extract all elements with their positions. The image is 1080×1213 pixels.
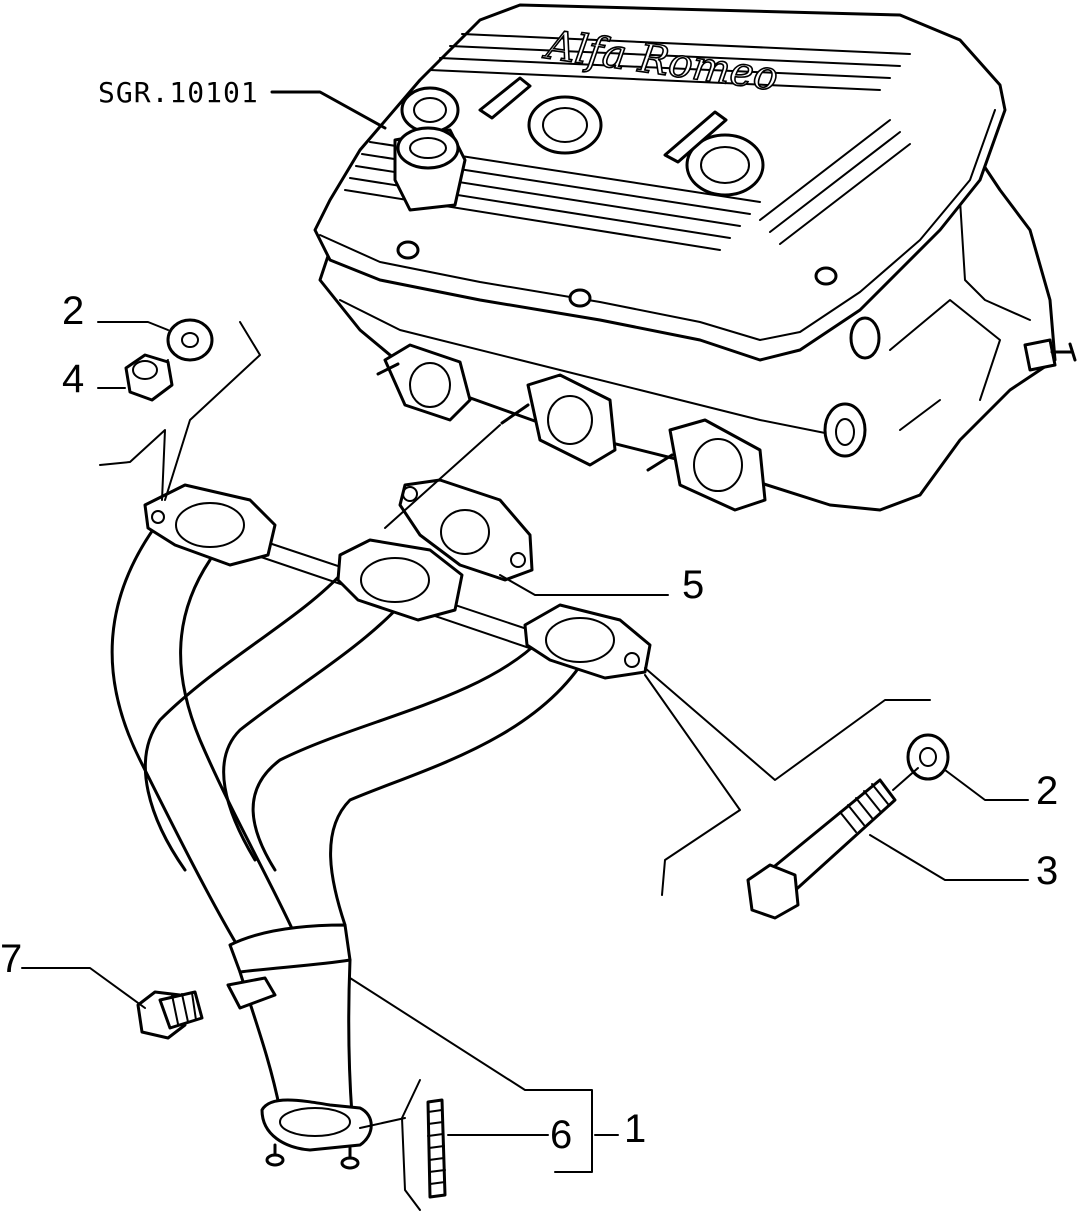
callout-6: 6 xyxy=(550,1113,572,1157)
guide-line-b xyxy=(99,429,166,501)
callout-7: 7 xyxy=(0,937,22,981)
reference-code: SGR.10101 xyxy=(98,76,259,109)
callout-5: 5 xyxy=(682,563,704,607)
guide-line-a xyxy=(164,321,261,501)
callout-3: 3 xyxy=(1036,849,1058,893)
stud xyxy=(401,1079,447,1211)
head-exhaust-ports xyxy=(376,343,767,512)
callout-2-right: 2 xyxy=(1036,769,1058,813)
guide-line-c xyxy=(644,667,931,781)
valve-cover: Alfa Romeo xyxy=(313,3,1007,362)
callout-1: 1 xyxy=(624,1107,646,1151)
callout-4: 4 xyxy=(62,357,84,401)
exhaust-manifold xyxy=(110,483,652,1170)
nut xyxy=(124,353,174,402)
drain-plug xyxy=(136,990,204,1040)
bolt xyxy=(746,767,919,920)
callout-2-upper: 2 xyxy=(62,289,84,333)
guide-line-d xyxy=(644,674,741,896)
leader-lines xyxy=(21,90,1029,1173)
exhaust-gasket xyxy=(384,424,534,582)
